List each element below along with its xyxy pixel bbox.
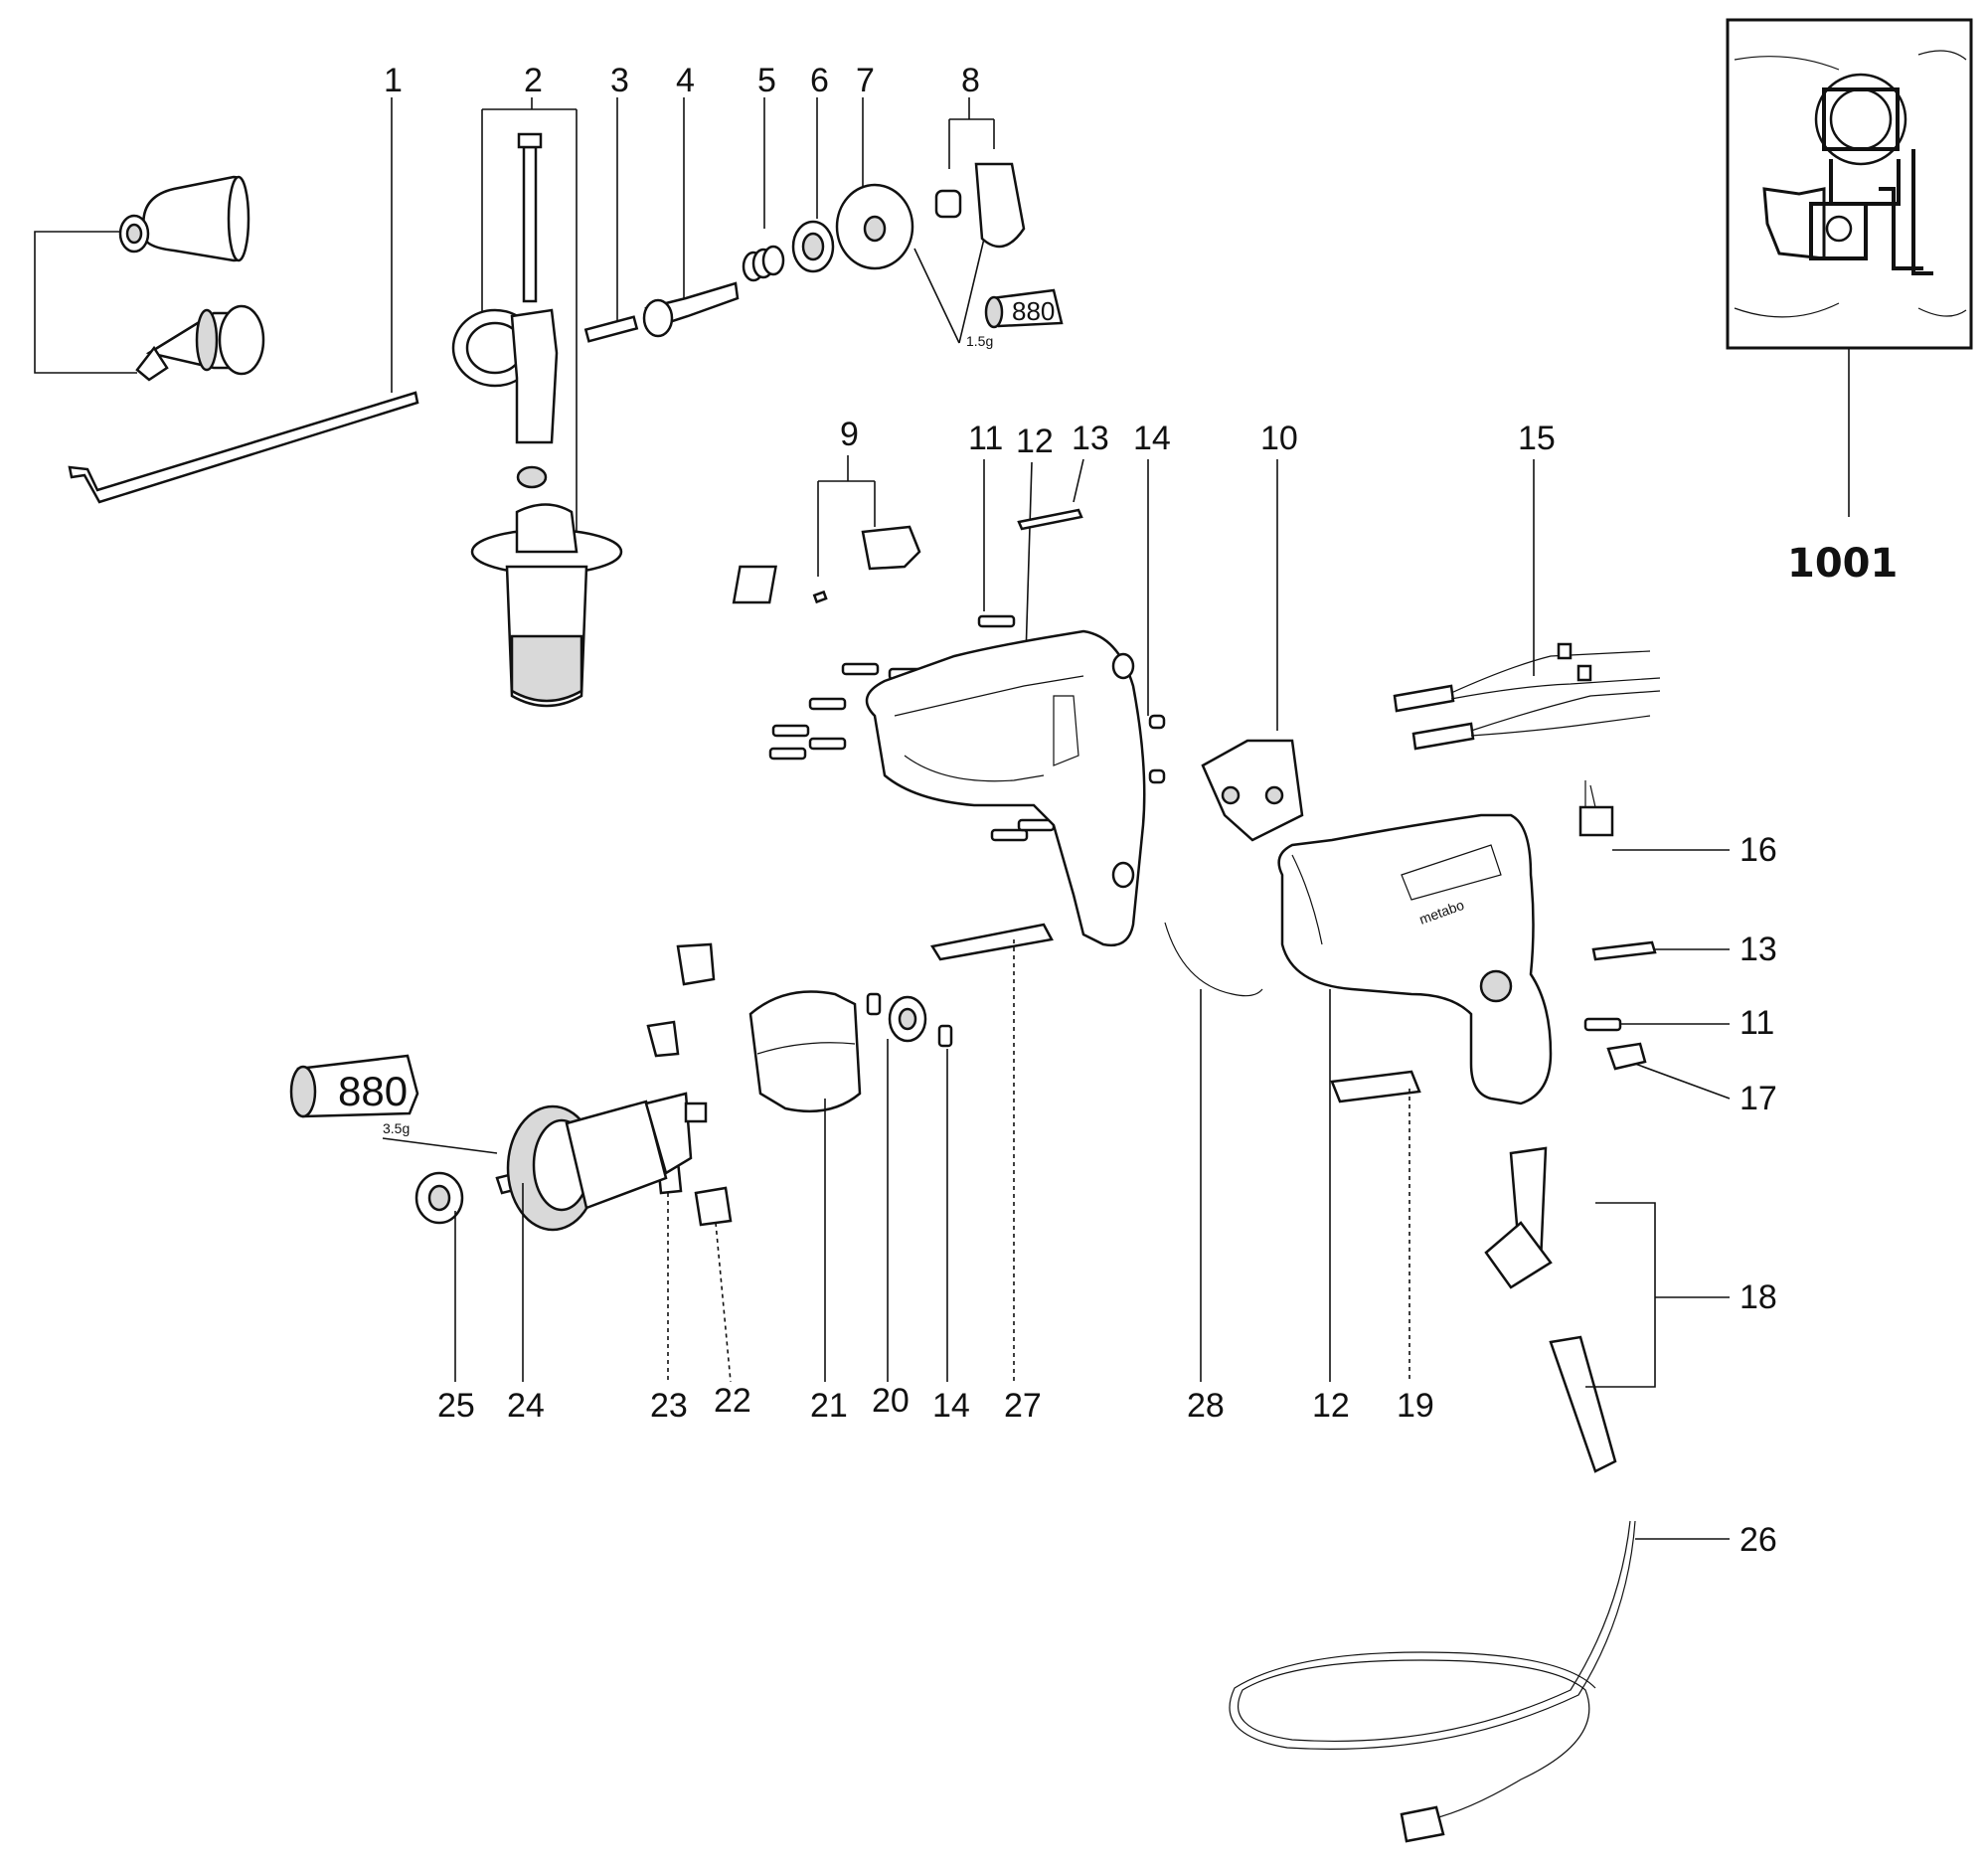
callout-4: 4 (676, 62, 695, 99)
callout-13-right: 13 (1740, 931, 1777, 968)
pin-14-lower (937, 1024, 953, 1048)
callout-1001: 1001 (1787, 541, 1898, 587)
switch-lever-9 (732, 525, 921, 604)
callout-18: 18 (1740, 1278, 1777, 1316)
housing-half-left (865, 629, 1146, 947)
drill-housing-assembled: metabo (1277, 813, 1553, 1105)
callout-6: 6 (810, 62, 829, 99)
callout-11-top: 11 (968, 420, 1003, 457)
spring-wire-28 (1164, 922, 1263, 997)
grease-tube-small: 880 (984, 288, 1064, 329)
callout-9: 9 (840, 416, 859, 453)
callout-19: 19 (1397, 1387, 1434, 1425)
callout-22: 22 (714, 1382, 751, 1420)
callout-20: 20 (872, 1382, 910, 1420)
bearing-6 (791, 220, 835, 273)
leader-17 (1634, 1063, 1731, 1100)
field-coil-21 (748, 990, 862, 1113)
rating-plate-19 (1330, 1070, 1421, 1103)
label-27 (929, 923, 1054, 961)
gear-7 (835, 183, 914, 270)
callout-21: 21 (810, 1387, 848, 1425)
sleeve-8 (934, 162, 1026, 249)
callout-7: 7 (856, 62, 875, 99)
callout-8: 8 (961, 62, 980, 99)
callout-5: 5 (757, 62, 776, 99)
callout-13-top: 13 (1072, 420, 1109, 457)
tube-label-small: 880 (1012, 296, 1055, 326)
screw-11-right (1583, 1017, 1622, 1032)
callout-23: 23 (650, 1387, 688, 1425)
auxiliary-handle (451, 132, 623, 708)
power-cord-26 (1229, 1520, 1636, 1843)
screw-3 (583, 315, 639, 343)
callout-15: 15 (1518, 420, 1556, 457)
callout-16: 16 (1740, 831, 1777, 869)
grease-tube-large: 880 (289, 1054, 419, 1118)
label-strip-13-top (1017, 508, 1083, 531)
internal-cables-15 (1393, 642, 1661, 751)
chuck-keyless (118, 175, 250, 262)
callout-14-top: 14 (1133, 420, 1171, 457)
callout-3: 3 (610, 62, 629, 99)
callout-24: 24 (507, 1387, 545, 1425)
callout-12-top: 12 (1016, 423, 1054, 460)
capacitor-16 (1578, 780, 1614, 837)
callout-28: 28 (1187, 1387, 1225, 1425)
depth-stop-rod (68, 391, 419, 504)
armature-24 (495, 1092, 708, 1232)
leader-18 (1585, 1202, 1656, 1388)
grease-amount-small: 1.5g (966, 333, 993, 349)
carbon-brushes (646, 942, 733, 1227)
callout-12-bottom: 12 (1312, 1387, 1350, 1425)
leader-grease-large (382, 1137, 498, 1154)
callout-25: 25 (437, 1387, 475, 1425)
bearing-20 (888, 995, 927, 1043)
spring-5 (742, 245, 785, 282)
callout-17: 17 (1740, 1080, 1777, 1117)
chuck-keyed (135, 304, 265, 382)
inset-detail-1001 (1726, 18, 1973, 350)
callout-1: 1 (384, 62, 403, 99)
leader-lines-top (391, 97, 995, 542)
callout-26: 26 (1740, 1521, 1777, 1559)
grease-amount-large: 3.5g (383, 1120, 410, 1136)
leader-lines-middle (817, 455, 1535, 731)
pin-14-a (1148, 714, 1166, 730)
cable-clamp-17 (1606, 1042, 1647, 1071)
callout-2: 2 (524, 62, 543, 99)
chuck-bracket (34, 231, 137, 374)
leader-lines-bottom (454, 939, 1410, 1383)
bearing-25 (414, 1171, 464, 1225)
callout-11-right: 11 (1740, 1004, 1774, 1042)
spindle-4 (642, 281, 740, 338)
callout-27: 27 (1004, 1387, 1042, 1425)
switch-10 (1201, 739, 1304, 842)
cable-guard-18 (1484, 1146, 1617, 1473)
pin-14-b (1148, 768, 1166, 784)
callout-14-bottom: 14 (932, 1387, 970, 1425)
tube-label-large: 880 (338, 1068, 408, 1114)
callout-10: 10 (1260, 420, 1298, 457)
pin-20 (866, 992, 882, 1016)
label-strip-13-right (1591, 940, 1657, 961)
